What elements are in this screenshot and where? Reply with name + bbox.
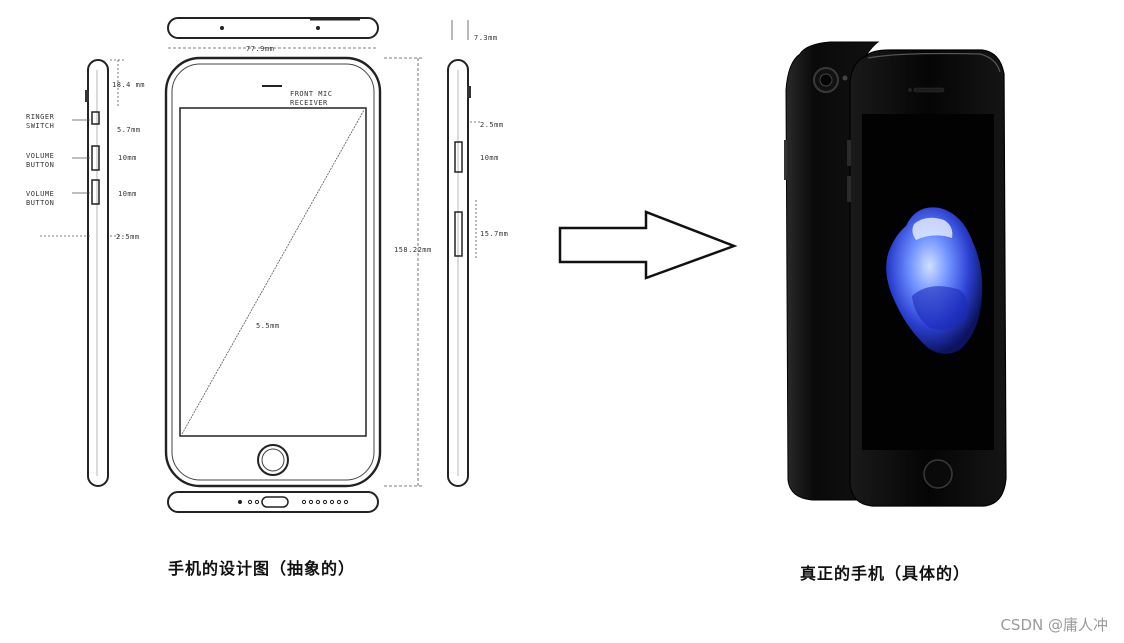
label-ringer-switch-2: SWITCH [26, 122, 54, 130]
right-side-profile: 7.3mm 2.5mm 10mm 15.7mm [447, 20, 508, 487]
dim-height: 158.22mm [394, 246, 432, 254]
dim-width: 77.9mm [246, 45, 274, 53]
label-volume-button-1b: BUTTON [26, 161, 54, 169]
blueprint-front-view: 77.9mm FRONT MIC RECEIVER 5.5mm [164, 17, 432, 513]
caption-real-phone: 真正的手机（具体的） [800, 564, 971, 583]
dim-screen-diagonal: 5.5mm [256, 322, 280, 330]
dim-volume2-height: 10mm [118, 190, 137, 198]
dim-depth: 7.3mm [474, 34, 498, 42]
label-volume-button-2b: BUTTON [26, 199, 54, 207]
left-side-profile: 18.4 mm 5.7mm 10mm 10mm 2.5mm RINGER SWI… [26, 59, 145, 487]
label-volume-button-1a: VOLUME [26, 152, 54, 160]
label-volume-button-2a: VOLUME [26, 190, 54, 198]
dim-ringer-gap: 5.7mm [117, 126, 141, 134]
dim-power-height: 15.7mm [480, 230, 508, 238]
real-phone-illustration [784, 41, 1007, 507]
dim-side-bottom-gap: 2.5mm [116, 233, 140, 241]
dim-right-gap: 2.5mm [480, 121, 504, 129]
label-front-mic: FRONT MIC [290, 90, 332, 98]
dim-volume1-height: 10mm [118, 154, 137, 162]
label-ringer-switch-1: RINGER [26, 113, 55, 121]
caption-design-drawing: 手机的设计图（抽象的） [168, 559, 356, 578]
dim-right-button-height: 10mm [480, 154, 499, 162]
watermark: CSDN @庸人冲 [1000, 616, 1108, 634]
dim-side-top-gap: 18.4 mm [112, 81, 145, 89]
label-receiver: RECEIVER [290, 99, 328, 107]
arrow-icon [558, 210, 738, 280]
